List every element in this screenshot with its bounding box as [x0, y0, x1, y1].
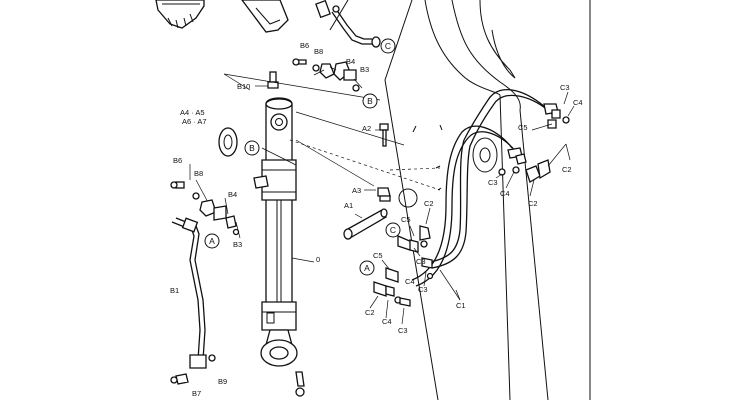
label-b3-left: B3 — [233, 240, 242, 249]
pin-a1 — [343, 208, 388, 240]
label-b9: B9 — [218, 377, 227, 386]
bolt-a2 — [379, 123, 389, 147]
label-a6-a7: A6 · A7 — [182, 117, 207, 126]
label-c4-bottom: C4 — [382, 317, 392, 326]
label-a1: A1 — [344, 201, 353, 210]
callout-c-top: C — [380, 38, 396, 54]
label-b4: B4 — [346, 57, 355, 66]
centerline-dashed-2 — [389, 167, 441, 171]
label-c3-lower: C3 — [416, 257, 426, 266]
label-a3: A3 — [352, 186, 361, 195]
top-line-assembly — [315, 0, 381, 48]
label-c5-mid: C5 — [401, 215, 411, 224]
label-c2-bottom: C2 — [365, 308, 375, 317]
label-b8-left: B8 — [194, 169, 203, 178]
svg-text:A: A — [209, 236, 215, 246]
label-b7: B7 — [192, 389, 201, 398]
left-clamp-hardware — [170, 175, 269, 236]
part-labels: B6 B8 B4 B3 B10 A4 · A5 A6 · A7 A2 A3 A1… — [170, 41, 583, 398]
upper-right-fittings — [495, 91, 575, 197]
callout-b-mid: B — [244, 140, 260, 156]
svg-text:C: C — [385, 41, 391, 51]
label-c3-mid: C3 — [488, 178, 498, 187]
callout-b-top: B — [362, 93, 378, 109]
label-c4-top: C4 — [573, 98, 583, 107]
label-b8: B8 — [314, 47, 323, 56]
label-c3-top: C3 — [560, 83, 570, 92]
label-c5-top: C5 — [518, 123, 528, 132]
label-c5-lower: C5 — [373, 251, 383, 260]
clip-a3 — [377, 187, 391, 202]
lower-fittings — [369, 207, 434, 325]
label-b6: B6 — [300, 41, 309, 50]
label-a4-a5: A4 · A5 — [180, 108, 205, 117]
svg-text:B: B — [367, 96, 373, 106]
label-c3-bottom: C3 — [418, 285, 428, 294]
svg-text:B: B — [249, 143, 255, 153]
callout-a-mid: A — [359, 260, 375, 276]
label-c2-lower: C2 — [424, 199, 434, 208]
line-b1 — [170, 217, 216, 385]
label-c2-mid: C2 — [528, 199, 538, 208]
label-b1: B1 — [170, 286, 179, 295]
label-b10: B10 — [237, 82, 250, 91]
label-zero: 0 — [316, 255, 320, 264]
label-a2: A2 — [362, 124, 371, 133]
svg-text:C: C — [390, 225, 396, 235]
label-c1: C1 — [456, 301, 466, 310]
rod-end-fitting — [295, 371, 305, 397]
bucket-fragment — [155, 0, 205, 29]
callout-circles: C B B A C A — [204, 38, 401, 276]
label-b3: B3 — [360, 65, 369, 74]
centerline-dashed — [289, 139, 441, 191]
label-c3-end: C3 — [398, 326, 408, 335]
washer-a4-a7 — [218, 127, 238, 157]
hydraulic-cylinder — [260, 97, 298, 367]
label-c4-mid: C4 — [500, 189, 510, 198]
hose-assembly-c1 — [411, 89, 553, 301]
label-c4-lower: C4 — [405, 277, 415, 286]
tooth-fragment — [241, 0, 289, 33]
label-b4-left: B4 — [228, 190, 237, 199]
svg-text:A: A — [364, 263, 370, 273]
label-b6-left: B6 — [173, 156, 182, 165]
label-c2-right: C2 — [562, 165, 572, 174]
callout-a-left: A — [204, 233, 220, 249]
callout-c-mid: C — [385, 222, 401, 238]
